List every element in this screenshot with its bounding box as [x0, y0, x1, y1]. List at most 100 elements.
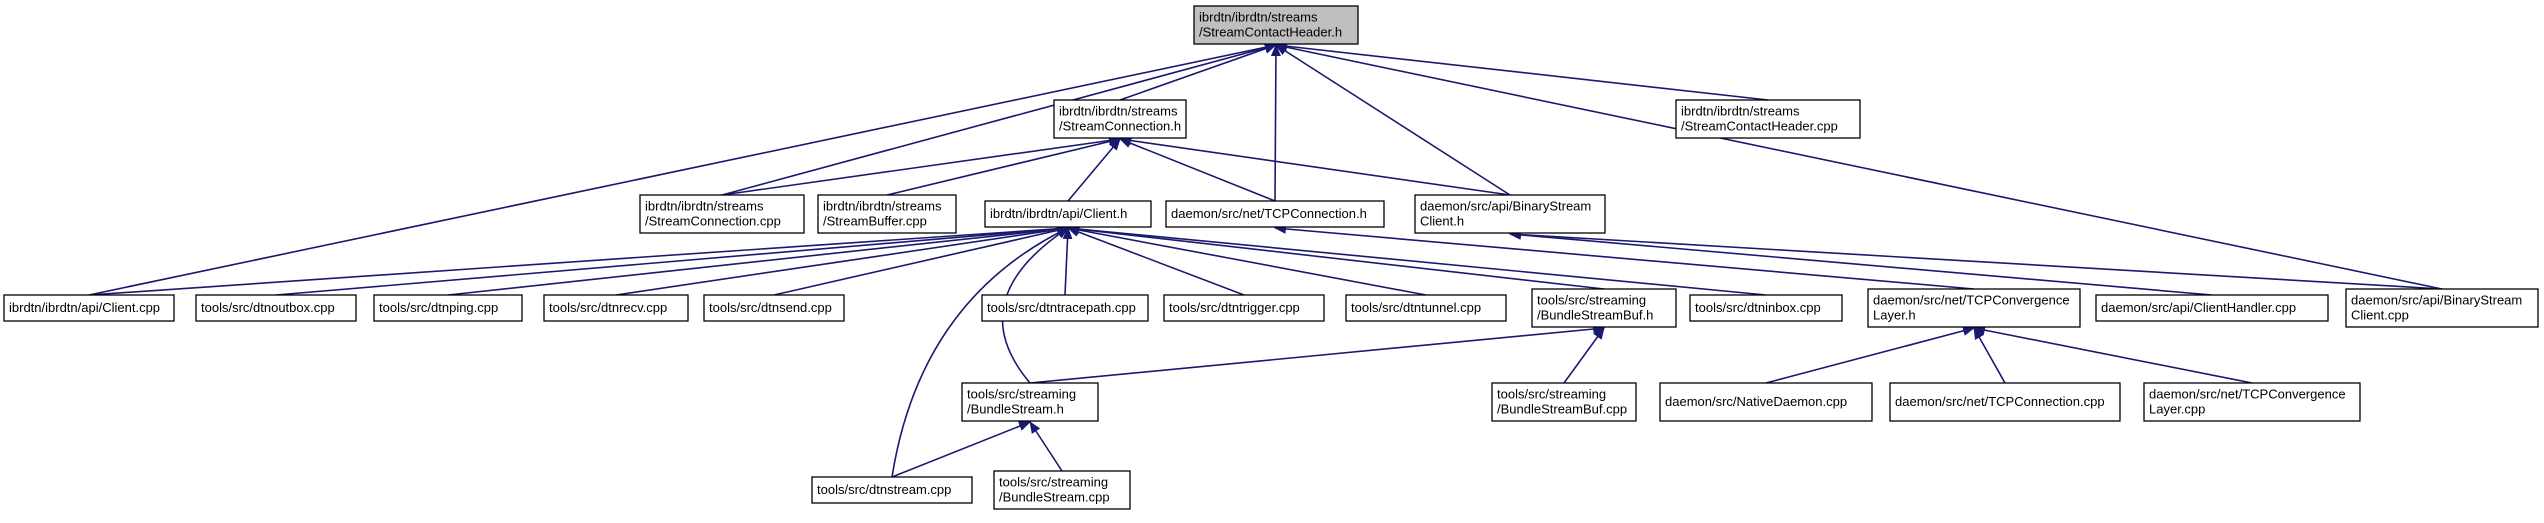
- node-box[interactable]: [2143, 382, 2361, 422]
- node-label: daemon/src/api/ClientHandler.cpp: [2101, 300, 2296, 315]
- node-sc_cpp[interactable]: ibrdtn/ibrdtn/streams/StreamConnection.c…: [639, 194, 805, 234]
- node-label: ibrdtn/ibrdtn/streams: [1199, 10, 1318, 25]
- edge-nativedaemon-to-tcpcl_h: [1765, 325, 1975, 384]
- node-dtnrecv[interactable]: tools/src/dtnrecv.cpp: [543, 294, 689, 322]
- node-tcpconn_h[interactable]: daemon/src/net/TCPConnection.h: [1165, 200, 1385, 228]
- node-sc_h[interactable]: ibrdtn/ibrdtn/streams/StreamConnection.h: [1053, 99, 1187, 139]
- node-label: tools/src/dtninbox.cpp: [1695, 300, 1821, 315]
- node-label: ibrdtn/ibrdtn/streams: [1059, 104, 1178, 119]
- node-label: daemon/src/net/TCPConvergence: [1873, 293, 2070, 308]
- node-box[interactable]: [1531, 288, 1677, 328]
- node-box[interactable]: [1414, 194, 1606, 234]
- edge-client_h-to-sc_h: [1067, 138, 1121, 202]
- edge-tcpconn_h-to-sc_h: [1119, 138, 1276, 202]
- node-label: Client.cpp: [2351, 308, 2409, 323]
- node-box[interactable]: [195, 294, 357, 322]
- node-dtninbox[interactable]: tools/src/dtninbox.cpp: [1689, 294, 1843, 322]
- node-dtnsend[interactable]: tools/src/dtnsend.cpp: [703, 294, 845, 322]
- node-box[interactable]: [2095, 294, 2329, 322]
- node-box[interactable]: [543, 294, 689, 322]
- node-client_cpp[interactable]: ibrdtn/ibrdtn/api/Client.cpp: [3, 294, 175, 322]
- node-dtnping[interactable]: tools/src/dtnping.cpp: [373, 294, 523, 322]
- node-label: /StreamConnection.cpp: [645, 214, 781, 229]
- node-label: /BundleStream.h: [967, 402, 1064, 417]
- node-label: daemon/src/NativeDaemon.cpp: [1665, 394, 1847, 409]
- edge-bsc_h-to-root: [1275, 44, 1511, 196]
- node-box[interactable]: [3, 294, 175, 322]
- node-dtntracepath[interactable]: tools/src/dtntracepath.cpp: [981, 294, 1149, 322]
- node-box[interactable]: [984, 200, 1152, 228]
- node-label: /BundleStreamBuf.h: [1537, 308, 1653, 323]
- node-box[interactable]: [1345, 294, 1507, 322]
- node-label: Client.h: [1420, 214, 1464, 229]
- node-box[interactable]: [1165, 200, 1385, 228]
- node-label: daemon/src/net/TCPConnection.cpp: [1895, 394, 2105, 409]
- node-box[interactable]: [1163, 294, 1325, 322]
- node-box[interactable]: [1193, 5, 1359, 45]
- node-label: ibrdtn/ibrdtn/streams: [645, 199, 764, 214]
- edge-sb_cpp-to-sc_h: [886, 136, 1121, 196]
- node-box[interactable]: [2345, 288, 2539, 328]
- edge-client_cpp-to-client_h: [88, 223, 1069, 296]
- node-box[interactable]: [1675, 99, 1861, 139]
- node-box[interactable]: [1659, 382, 1873, 422]
- node-label: ibrdtn/ibrdtn/api/Client.h: [990, 206, 1127, 221]
- node-clienthandler[interactable]: daemon/src/api/ClientHandler.cpp: [2095, 294, 2329, 322]
- node-box[interactable]: [1689, 294, 1843, 322]
- node-bs_cpp[interactable]: tools/src/streaming/BundleStream.cpp: [993, 470, 1131, 510]
- edge-dtntrigger-to-client_h: [1067, 227, 1245, 296]
- node-label: /BundleStreamBuf.cpp: [1497, 402, 1627, 417]
- node-label: /BundleStream.cpp: [999, 490, 1110, 505]
- edge-sch_cpp-to-root: [1275, 41, 1769, 101]
- node-box[interactable]: [817, 194, 957, 234]
- node-box[interactable]: [1867, 288, 2081, 328]
- node-label: tools/src/dtntunnel.cpp: [1351, 300, 1481, 315]
- node-box[interactable]: [811, 476, 973, 504]
- node-box[interactable]: [981, 294, 1149, 322]
- edge-bs_cpp-to-bs_h: [1029, 421, 1063, 472]
- edge-bsc_cpp-to-root: [1275, 42, 2443, 290]
- node-label: /StreamConnection.h: [1059, 119, 1181, 134]
- node-label: daemon/src/net/TCPConnection.h: [1171, 206, 1367, 221]
- node-box[interactable]: [961, 382, 1099, 422]
- node-label: Layer.h: [1873, 308, 1916, 323]
- node-label: tools/src/streaming: [1537, 293, 1646, 308]
- node-box[interactable]: [373, 294, 523, 322]
- node-box[interactable]: [703, 294, 845, 322]
- node-label: Layer.cpp: [2149, 402, 2205, 417]
- edge-client_cpp-to-root: [88, 42, 1277, 296]
- edge-tcpconn_h-to-root: [1270, 44, 1281, 202]
- edge-clienthandler-to-bsc_h: [1509, 229, 2213, 296]
- node-box[interactable]: [1053, 99, 1187, 139]
- node-dtnstream[interactable]: tools/src/dtnstream.cpp: [811, 476, 973, 504]
- node-label: tools/src/streaming: [999, 475, 1108, 490]
- node-box[interactable]: [1889, 382, 2121, 422]
- edge-sc_h-to-root: [1119, 43, 1277, 101]
- node-box[interactable]: [639, 194, 805, 234]
- node-box[interactable]: [1491, 382, 1637, 422]
- node-tcpconn_cpp[interactable]: daemon/src/net/TCPConnection.cpp: [1889, 382, 2121, 422]
- node-box[interactable]: [993, 470, 1131, 510]
- node-sch_cpp[interactable]: ibrdtn/ibrdtn/streams/StreamContactHeade…: [1675, 99, 1861, 139]
- node-label: daemon/src/api/BinaryStream: [1420, 199, 1591, 214]
- node-dtntrigger[interactable]: tools/src/dtntrigger.cpp: [1163, 294, 1325, 322]
- edge-tcpconn_cpp-to-tcpcl_h: [1973, 327, 2006, 384]
- node-label: /StreamContactHeader.cpp: [1681, 119, 1838, 134]
- node-bs_h[interactable]: tools/src/streaming/BundleStream.h: [961, 382, 1099, 422]
- edge-tcpcl_cpp-to-tcpcl_h: [1973, 325, 2253, 384]
- node-dtnoutbox[interactable]: tools/src/dtnoutbox.cpp: [195, 294, 357, 322]
- node-bsbuf_h[interactable]: tools/src/streaming/BundleStreamBuf.h: [1531, 288, 1677, 328]
- node-nativedaemon[interactable]: daemon/src/NativeDaemon.cpp: [1659, 382, 1873, 422]
- node-sb_cpp[interactable]: ibrdtn/ibrdtn/streams/StreamBuffer.cpp: [817, 194, 957, 234]
- node-root[interactable]: ibrdtn/ibrdtn/streams/StreamContactHeade…: [1193, 5, 1359, 45]
- node-bsbuf_cpp[interactable]: tools/src/streaming/BundleStreamBuf.cpp: [1491, 382, 1637, 422]
- node-dtntunnel[interactable]: tools/src/dtntunnel.cpp: [1345, 294, 1507, 322]
- edge-bs_h-to-bsbuf_h: [1029, 324, 1605, 384]
- node-label: ibrdtn/ibrdtn/streams: [823, 199, 942, 214]
- node-client_h[interactable]: ibrdtn/ibrdtn/api/Client.h: [984, 200, 1152, 228]
